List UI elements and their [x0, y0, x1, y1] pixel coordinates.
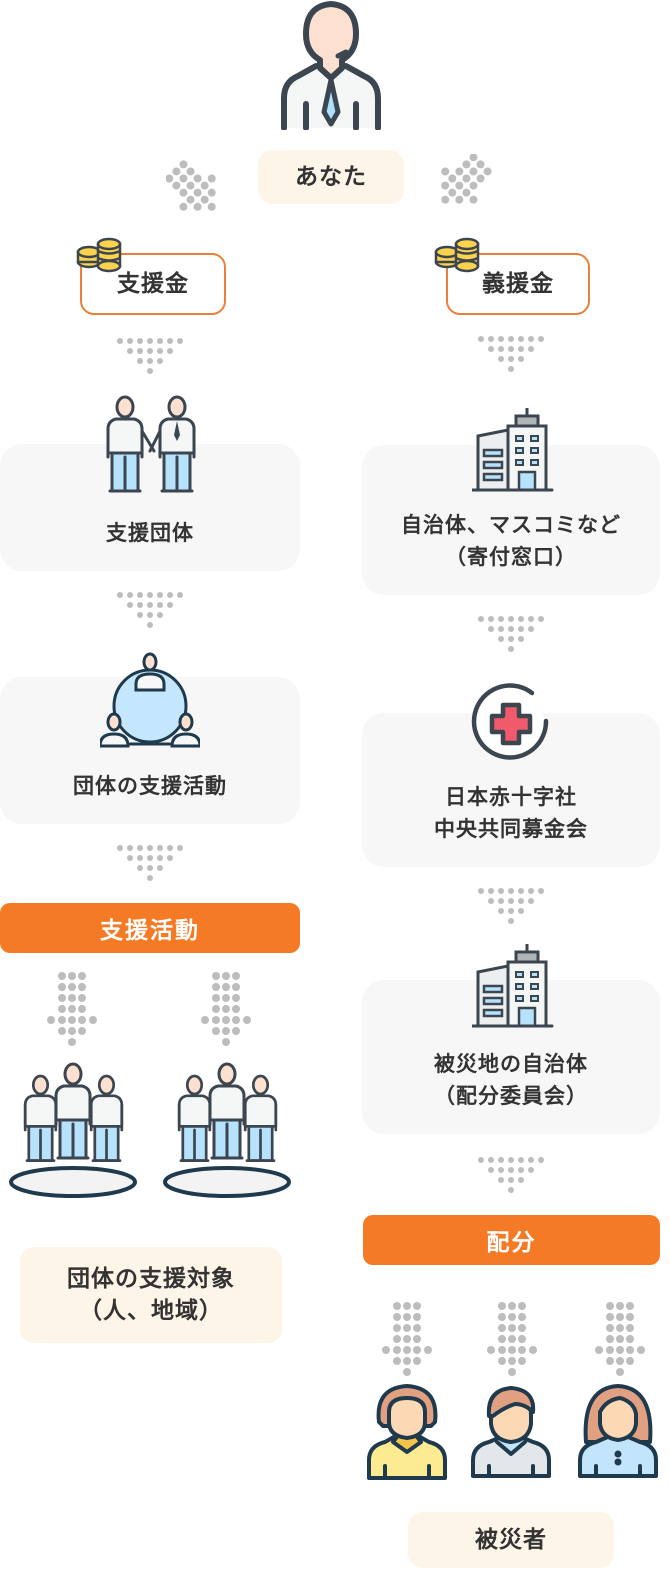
- local-gov-line2: （配分委員会）: [434, 1084, 588, 1108]
- donation-window-line1: 自治体、マスコミなど: [401, 513, 621, 537]
- support-activity-bar: 支援活動: [0, 903, 300, 953]
- support-target-line1: 団体の支援対象: [67, 1266, 235, 1292]
- donation-window-line2: （寄付窓口）: [445, 545, 577, 569]
- red-cross-icon: [470, 683, 552, 765]
- people-group-icon: [6, 1062, 140, 1198]
- red-cross-line1: 日本赤十字社: [445, 785, 577, 809]
- coins-icon: [434, 234, 482, 274]
- arrow-down-icon: [201, 972, 253, 1048]
- you-label: あなた: [295, 164, 367, 190]
- dots-down-icon: [478, 336, 544, 372]
- victim-man-icon: [469, 1382, 553, 1482]
- distribution-label: 配分: [486, 1230, 537, 1256]
- support-target-line2: （人、地域）: [79, 1298, 223, 1324]
- you-label-box: あなた: [258, 150, 404, 204]
- building-icon: [472, 944, 554, 1030]
- people-group-icon: [160, 1062, 294, 1198]
- arrow-down-icon: [595, 1302, 647, 1378]
- donation-window-box: 自治体、マスコミなど （寄付窓口）: [362, 445, 660, 595]
- distribution-bar: 配分: [363, 1215, 660, 1265]
- victims-label: 被災者: [475, 1527, 547, 1553]
- local-gov-line1: 被災地の自治体: [434, 1052, 588, 1076]
- team-circle-icon: [100, 650, 200, 750]
- dots-down-icon: [117, 592, 183, 628]
- diagonal-arrow-left-icon: [166, 154, 232, 220]
- donation-money-label: 義援金: [482, 271, 554, 297]
- support-money-label: 支援金: [117, 271, 189, 297]
- support-org-label: 支援団体: [106, 521, 194, 545]
- dots-down-icon: [478, 888, 544, 924]
- dots-down-icon: [478, 1157, 544, 1193]
- arrow-down-icon: [487, 1302, 539, 1378]
- diagonal-arrow-right-icon: [432, 154, 498, 220]
- dots-down-icon: [117, 845, 183, 881]
- donation-money-box: 義援金: [446, 253, 590, 315]
- you-person-icon: [276, 0, 386, 130]
- red-cross-line2: 中央共同募金会: [434, 817, 588, 841]
- arrow-down-icon: [382, 1302, 434, 1378]
- dots-down-icon: [117, 338, 183, 374]
- dots-down-icon: [478, 616, 544, 652]
- handshake-people-icon: [100, 395, 202, 495]
- victim-woman-long-hair-icon: [576, 1382, 660, 1482]
- support-target-box: 団体の支援対象 （人、地域）: [20, 1247, 282, 1343]
- support-org-box: 支援団体: [0, 444, 300, 571]
- coins-icon: [76, 234, 124, 274]
- building-icon: [472, 408, 554, 494]
- org-activity-label: 団体の支援活動: [73, 774, 227, 798]
- victim-woman-short-hair-icon: [365, 1382, 449, 1482]
- support-activity-label: 支援活動: [100, 918, 200, 944]
- victims-label-box: 被災者: [408, 1512, 614, 1568]
- arrow-down-icon: [47, 972, 99, 1048]
